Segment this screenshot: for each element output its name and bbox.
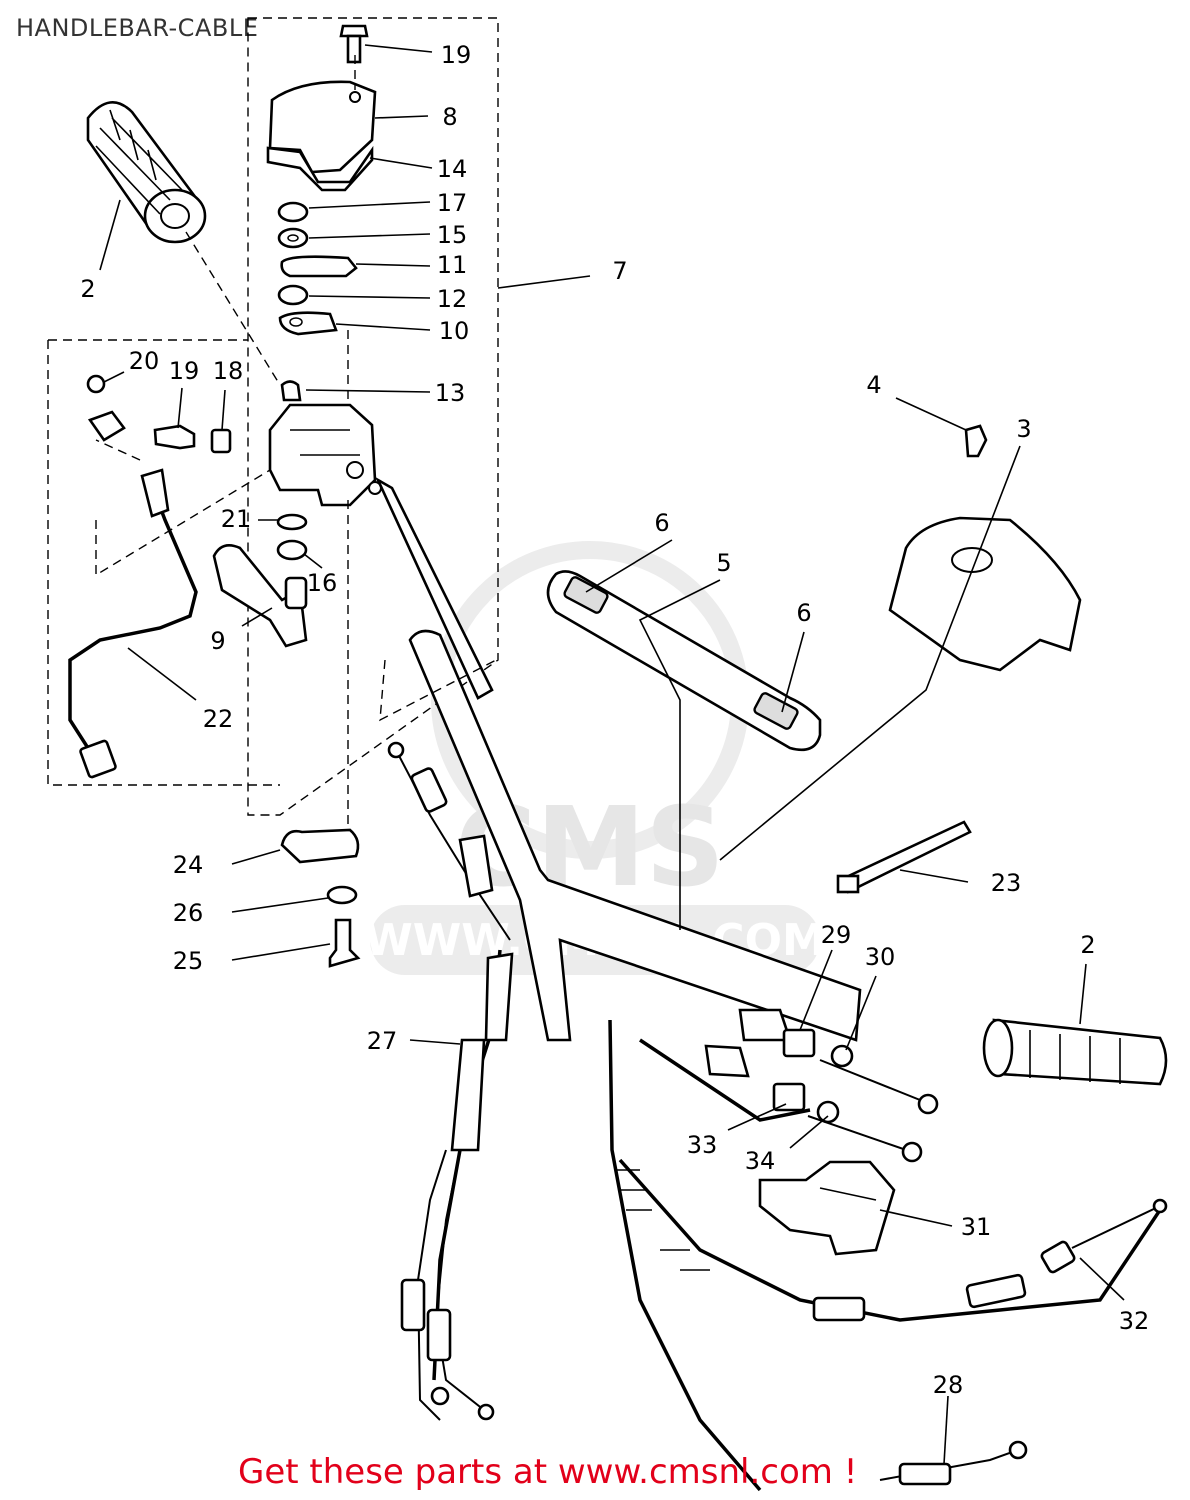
callout-29: 29 — [821, 921, 852, 949]
callout-22: 22 — [203, 705, 234, 733]
callout-12: 12 — [437, 285, 468, 313]
throttle-cable — [387, 741, 514, 1421]
throttle-lever — [212, 544, 308, 648]
right-switch-housing — [888, 424, 1082, 672]
callout-25: 25 — [173, 947, 204, 975]
callout-26: 26 — [173, 899, 204, 927]
left-grip — [86, 101, 207, 244]
callout-32: 32 — [1119, 1307, 1150, 1335]
callout-23: 23 — [991, 869, 1022, 897]
throttle-tube — [546, 570, 822, 752]
handlebar — [375, 476, 862, 1042]
cable-28 — [879, 1440, 1028, 1486]
leader-lines — [95, 44, 1125, 1465]
right-grip — [982, 1018, 1168, 1086]
callout-9: 9 — [210, 627, 225, 655]
callout-3: 3 — [1016, 415, 1031, 443]
throttle-housing — [268, 380, 382, 507]
callout-19-top: 19 — [441, 41, 472, 69]
callout-24: 24 — [173, 851, 204, 879]
lever-stack — [277, 201, 358, 336]
callout-8: 8 — [442, 103, 457, 131]
callout-labels: 19 8 14 17 15 11 12 10 7 2 20 19 18 13 2… — [80, 41, 1149, 1399]
callout-34: 34 — [745, 1147, 776, 1175]
brake-switch — [758, 1160, 896, 1256]
callout-5: 5 — [716, 549, 731, 577]
switch-cable — [68, 468, 198, 779]
callout-30: 30 — [865, 943, 896, 971]
callout-10: 10 — [439, 317, 470, 345]
callout-31: 31 — [961, 1213, 992, 1241]
callout-28: 28 — [933, 1371, 964, 1399]
footer-parts-link[interactable]: Get these parts at www.cmsnl.com ! — [238, 1452, 858, 1492]
cable-tie — [836, 820, 972, 894]
screw-top — [339, 24, 369, 64]
callout-19-left: 19 — [169, 357, 200, 385]
callout-2-left: 2 — [80, 275, 95, 303]
assembly-boundary-upper — [247, 17, 499, 816]
callout-18: 18 — [213, 357, 244, 385]
switch-cover — [266, 80, 377, 192]
small-fasteners — [86, 374, 308, 561]
callout-15: 15 — [437, 221, 468, 249]
callout-27: 27 — [367, 1027, 398, 1055]
callout-2-right: 2 — [1080, 931, 1095, 959]
page-title: HANDLEBAR-CABLE — [16, 14, 259, 42]
callout-7: 7 — [612, 257, 627, 285]
callout-17: 17 — [437, 189, 468, 217]
callout-20: 20 — [129, 347, 160, 375]
callout-6-top: 6 — [654, 509, 669, 537]
assembly-boundary-left — [47, 339, 280, 786]
clamp-set — [280, 828, 361, 968]
clutch-cable — [608, 1019, 1168, 1492]
callout-33: 33 — [687, 1131, 718, 1159]
callout-11: 11 — [437, 251, 468, 279]
callout-4: 4 — [866, 371, 881, 399]
callout-13: 13 — [435, 379, 466, 407]
callout-14: 14 — [437, 155, 468, 183]
cable-adjusters — [704, 1008, 939, 1163]
callout-16: 16 — [307, 569, 338, 597]
callout-6-bottom: 6 — [796, 599, 811, 627]
callout-21: 21 — [221, 505, 252, 533]
